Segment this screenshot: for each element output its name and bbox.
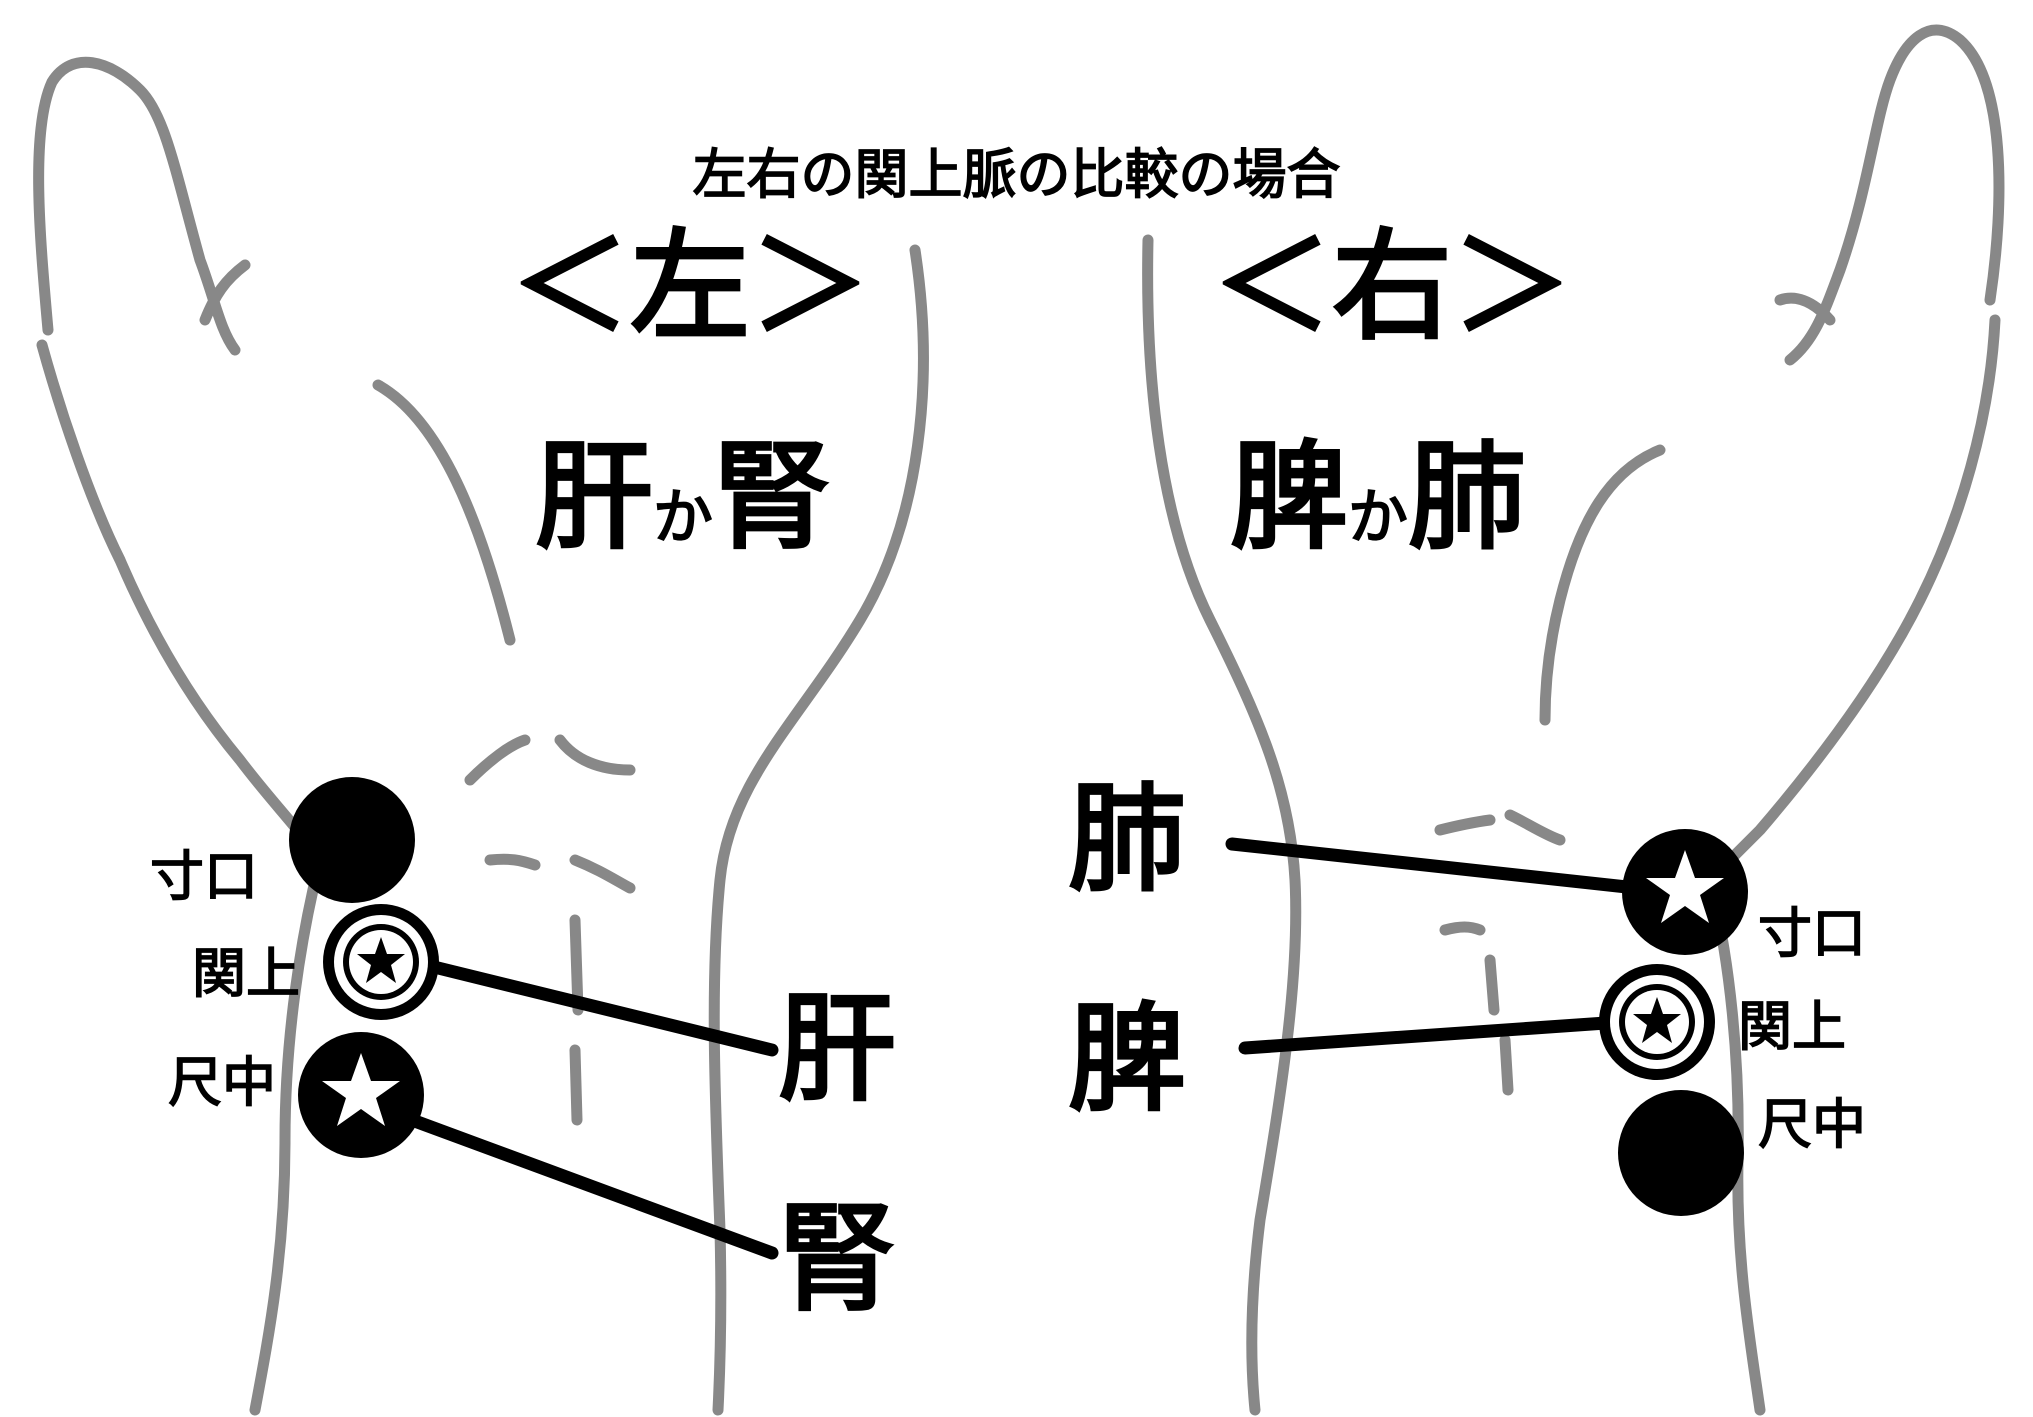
right-arm-inner-line bbox=[1142, 234, 1302, 1416]
left-organ-first: 肝 bbox=[535, 428, 654, 566]
left-pointer-guan-label: 肝 bbox=[778, 980, 897, 1118]
left-guan-pointer-line bbox=[423, 959, 779, 1057]
left-cun-circle-icon bbox=[289, 777, 415, 903]
right-guan-pointer-line bbox=[1238, 1016, 1613, 1055]
right-organ-first: 脾 bbox=[1230, 428, 1349, 566]
right-crease bbox=[1434, 444, 1666, 936]
left-organ-connector: か bbox=[653, 483, 714, 553]
right-label-chi: 尺中 bbox=[1758, 1093, 1866, 1156]
left-thumb-outline bbox=[33, 56, 326, 866]
left-label-guan: 関上 bbox=[192, 942, 300, 1005]
right-organ-second: 肺 bbox=[1408, 428, 1527, 566]
left-chi-star-circle-icon bbox=[298, 1032, 424, 1158]
left-organ-second: 腎 bbox=[713, 428, 832, 566]
right-organ-connector: か bbox=[1348, 483, 1409, 553]
left-label-cun: 寸口 bbox=[150, 845, 258, 908]
right-cun-pointer-line bbox=[1225, 837, 1643, 895]
right-pointer-cun-label: 肺 bbox=[1068, 770, 1187, 908]
left-pointer-chi-label: 腎 bbox=[778, 1190, 897, 1328]
right-label-guan: 関上 bbox=[1738, 995, 1846, 1058]
left-wrist-outer-line bbox=[249, 854, 326, 1416]
right-guan-double-circle-star-icon bbox=[1599, 964, 1715, 1080]
right-chi-circle-icon bbox=[1618, 1090, 1744, 1216]
right-label-cun: 寸口 bbox=[1758, 902, 1866, 965]
right-pulse-positions bbox=[1599, 829, 1748, 1216]
left-palm-line bbox=[569, 914, 584, 1126]
left-pulse-positions bbox=[289, 777, 439, 1158]
left-crease bbox=[372, 379, 636, 894]
right-cun-star-circle-icon bbox=[1622, 829, 1748, 955]
right-organ-pair: 脾か肺 bbox=[1230, 438, 1526, 556]
left-heading: ＜左＞ bbox=[510, 218, 870, 357]
left-guan-double-circle-star-icon bbox=[323, 904, 439, 1020]
right-pointer-guan-label: 脾 bbox=[1068, 990, 1187, 1128]
left-arm-inner-line bbox=[708, 244, 929, 1416]
right-thumb-outline bbox=[1704, 24, 2005, 886]
right-palm-line bbox=[1484, 954, 1514, 1096]
right-heading: ＜右＞ bbox=[1212, 218, 1572, 357]
page-title: 左右の関上脈の比較の場合 bbox=[692, 143, 1341, 206]
left-chi-pointer-line bbox=[405, 1113, 779, 1260]
left-label-chi: 尺中 bbox=[168, 1051, 276, 1114]
left-organ-pair: 肝か腎 bbox=[535, 438, 831, 556]
